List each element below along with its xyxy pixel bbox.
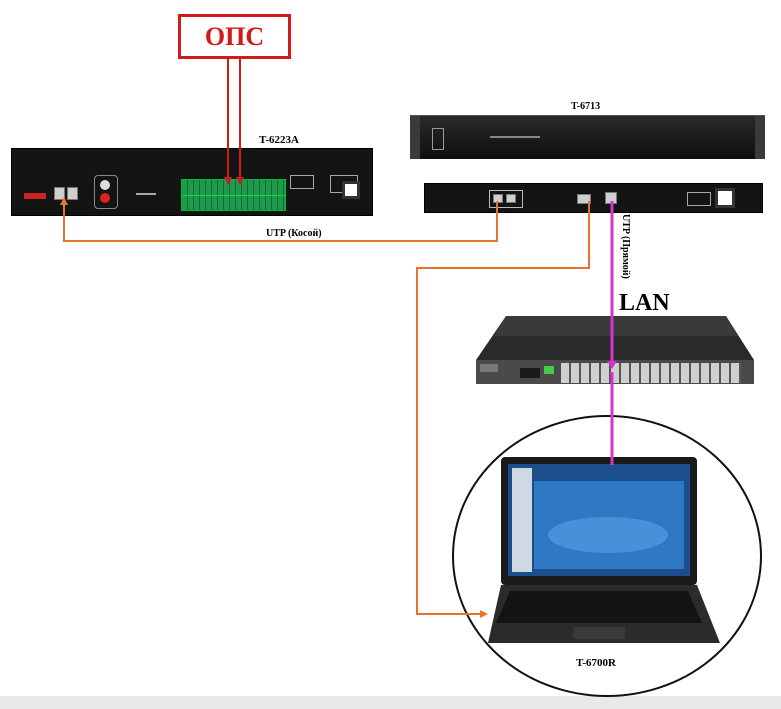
rear-port-group — [489, 190, 523, 208]
bottom-strip — [0, 696, 781, 709]
t6713-rear-panel — [424, 183, 763, 213]
terminal-block — [181, 179, 286, 211]
ops-box: ОПС — [178, 14, 291, 59]
utp-cross-label: UTP (Косой) — [266, 228, 322, 239]
front-model-text — [490, 136, 540, 138]
laptop-highlight-circle — [452, 415, 762, 697]
t6713-front-panel — [410, 115, 765, 159]
utp-straight-label: UTP (Прямой) — [620, 214, 631, 279]
ops-label: ОПС — [204, 21, 265, 51]
rear-power-inlet — [715, 188, 735, 208]
logo-mark — [136, 193, 156, 195]
t6700r-label: T-6700R — [576, 657, 616, 669]
power-inlet — [342, 181, 360, 199]
rear-port-lan1 — [577, 194, 591, 204]
power-switch-icon — [432, 128, 444, 150]
rj45-port-b — [67, 187, 78, 200]
switch-ports — [561, 363, 741, 383]
rj45-port-a — [54, 187, 65, 200]
t6223a-label: T-6223A — [259, 134, 299, 146]
volume-knob-panel — [94, 175, 118, 209]
laptop — [488, 455, 720, 650]
rear-rating-label — [687, 192, 711, 206]
dip-switch — [24, 193, 46, 199]
lan-label: LAN — [619, 290, 670, 316]
t6713-label: T-6713 — [571, 101, 601, 112]
warning-label — [290, 175, 314, 189]
